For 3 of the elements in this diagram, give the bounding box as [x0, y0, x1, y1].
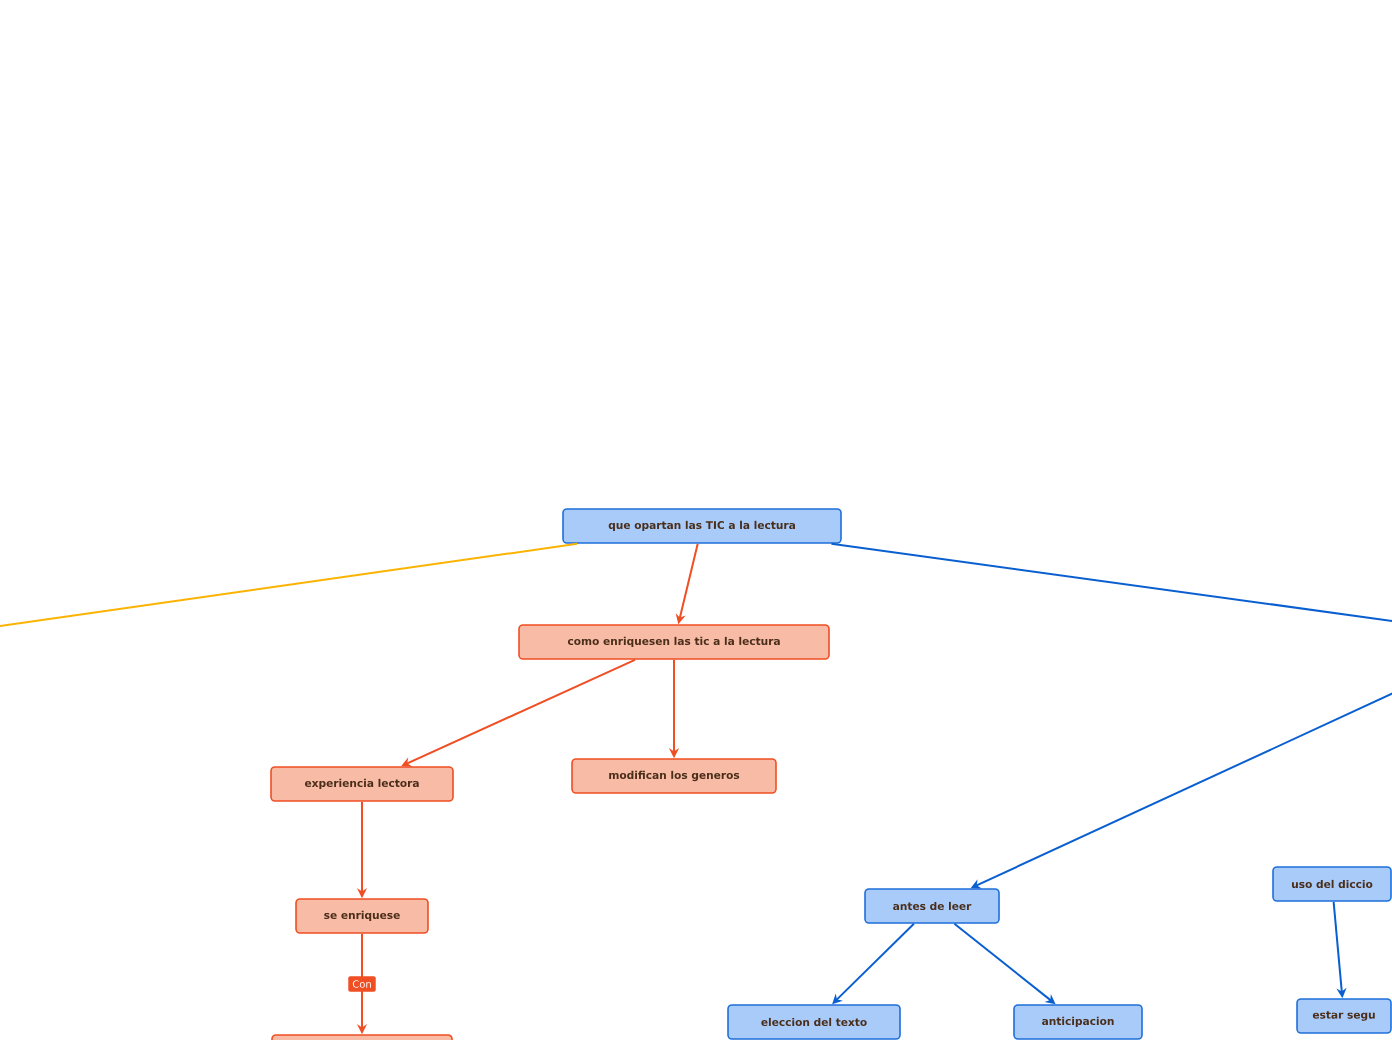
empty-box — [271, 1034, 453, 1040]
connector-line — [830, 542, 1392, 623]
connector-line — [0, 542, 579, 627]
